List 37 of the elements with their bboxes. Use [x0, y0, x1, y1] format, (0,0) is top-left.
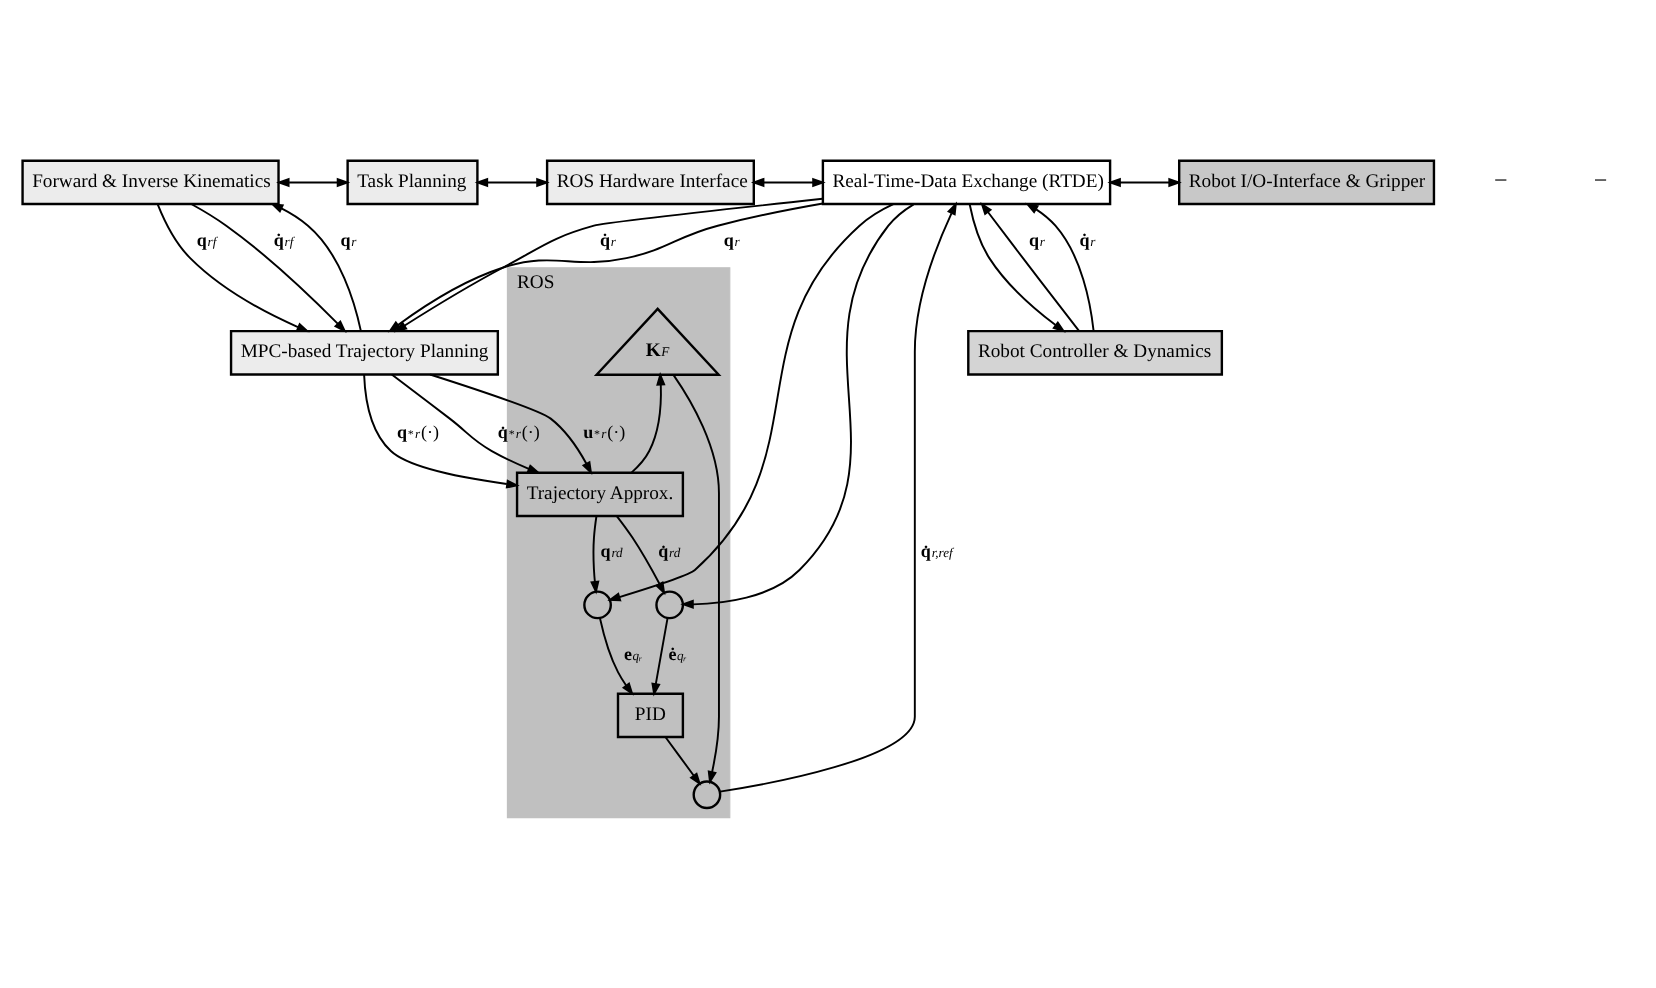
node-box: Task Planning — [346, 159, 479, 206]
arrow — [664, 736, 702, 786]
arrow — [474, 177, 550, 188]
node-box: PID — [616, 692, 685, 739]
arrow — [1025, 202, 1095, 332]
node-box: ROS Hardware Interface — [545, 159, 755, 206]
arrow — [429, 373, 593, 475]
arrow — [607, 203, 895, 602]
arrow — [363, 373, 520, 489]
arrow — [276, 177, 351, 188]
node-box: MPC-based Trajectory Planning — [229, 329, 500, 376]
node-box: Real-Time-Data Exchange (RTDE) — [821, 159, 1112, 206]
node-box: Robot Controller & Dynamics — [967, 329, 1224, 376]
node-box: Trajectory Approx. — [515, 471, 685, 518]
arrow — [156, 203, 310, 333]
node-circle — [692, 780, 722, 810]
node-box: Forward & Inverse Kinematics — [21, 159, 280, 206]
arrow — [750, 177, 826, 188]
arrow — [672, 373, 720, 785]
arrow — [1107, 177, 1182, 188]
arrow — [630, 372, 666, 474]
arrow — [651, 617, 669, 697]
arrow — [269, 202, 362, 332]
arrow — [590, 515, 600, 595]
arrow — [980, 201, 1080, 332]
arrow — [390, 373, 541, 474]
label: − — [1494, 166, 1508, 195]
arrow — [680, 203, 915, 610]
node-circle — [655, 590, 685, 620]
label: − — [1593, 166, 1608, 195]
node-box: Robot I/O-Interface & Gripper — [1178, 159, 1436, 206]
arrow — [615, 515, 666, 596]
node-circle — [583, 590, 612, 620]
arrow — [968, 203, 1066, 333]
arrow — [718, 201, 958, 793]
arrow — [190, 203, 347, 333]
arrow — [599, 617, 634, 696]
